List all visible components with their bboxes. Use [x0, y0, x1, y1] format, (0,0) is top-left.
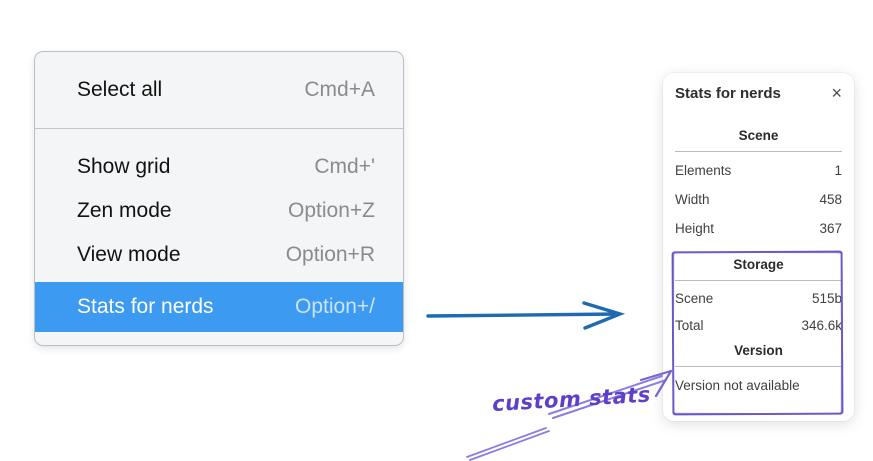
menu-item-select-all[interactable]: Select all Cmd+A [35, 68, 403, 112]
annotation-arrow [466, 369, 673, 461]
stat-value: 1 [834, 163, 842, 178]
scene-rows: Elements 1 Width 458 Height 367 [675, 156, 842, 243]
stat-row-total-size: Total 346.6k [675, 312, 842, 339]
stat-label: Scene [675, 291, 714, 306]
stats-panel-title: Stats for nerds [675, 84, 781, 102]
menu-item-zen-mode[interactable]: Zen mode Option+Z [35, 189, 403, 233]
stat-value: 458 [819, 192, 842, 207]
storage-rows: Scene 515b Total 346.6k [675, 285, 842, 339]
stat-row-elements: Elements 1 [675, 156, 842, 185]
divider [675, 151, 842, 152]
menu-item-label: Show grid [77, 155, 171, 178]
menu-shortcut: Option+/ [295, 295, 375, 318]
stat-value: 367 [819, 221, 842, 236]
stat-label: Width [675, 192, 710, 207]
menu-item-view-mode[interactable]: View mode Option+R [35, 233, 403, 277]
context-menu: Select all Cmd+A Show grid Cmd+' Zen mod… [34, 51, 404, 346]
flow-arrow [426, 301, 626, 330]
stat-row-width: Width 458 [675, 185, 842, 214]
menu-item-label: Zen mode [77, 199, 172, 222]
menu-shortcut: Cmd+' [314, 155, 375, 178]
stat-value: 515b [811, 291, 842, 306]
menu-item-show-grid[interactable]: Show grid Cmd+' [35, 145, 403, 189]
divider [675, 280, 842, 281]
menu-item-stats-for-nerds[interactable]: Stats for nerds Option+/ [35, 282, 403, 332]
menu-section-top: Select all Cmd+A [35, 52, 403, 128]
stats-panel-header: Stats for nerds × [675, 84, 842, 102]
divider [675, 366, 842, 367]
menu-item-label: Stats for nerds [77, 295, 214, 318]
scene-section-header: Scene [738, 128, 779, 143]
annotated-zone: Storage Scene 515b Total 346.6k Version … [675, 257, 842, 399]
stat-value: 346.6k [801, 318, 842, 333]
stat-row-scene-size: Scene 515b [675, 285, 842, 312]
menu-item-label: Select all [77, 78, 163, 101]
stat-label: Elements [675, 163, 732, 178]
storage-section-header: Storage [733, 257, 784, 272]
version-section-header: Version [734, 343, 783, 358]
stat-label: Total [675, 318, 704, 333]
close-icon[interactable]: × [831, 83, 842, 103]
stats-panel: Stats for nerds × Scene Elements 1 Width… [663, 73, 854, 421]
menu-section-main: Show grid Cmd+' Zen mode Option+Z View m… [35, 128, 403, 345]
annotation-label: custom stats [491, 382, 652, 417]
menu-shortcut: Cmd+A [304, 78, 375, 101]
menu-item-label: View mode [77, 243, 181, 266]
stat-label: Height [675, 221, 715, 236]
version-note: Version not available [675, 378, 800, 393]
menu-shortcut: Option+Z [288, 199, 375, 222]
menu-shortcut: Option+R [285, 243, 375, 266]
stat-row-height: Height 367 [675, 214, 842, 243]
